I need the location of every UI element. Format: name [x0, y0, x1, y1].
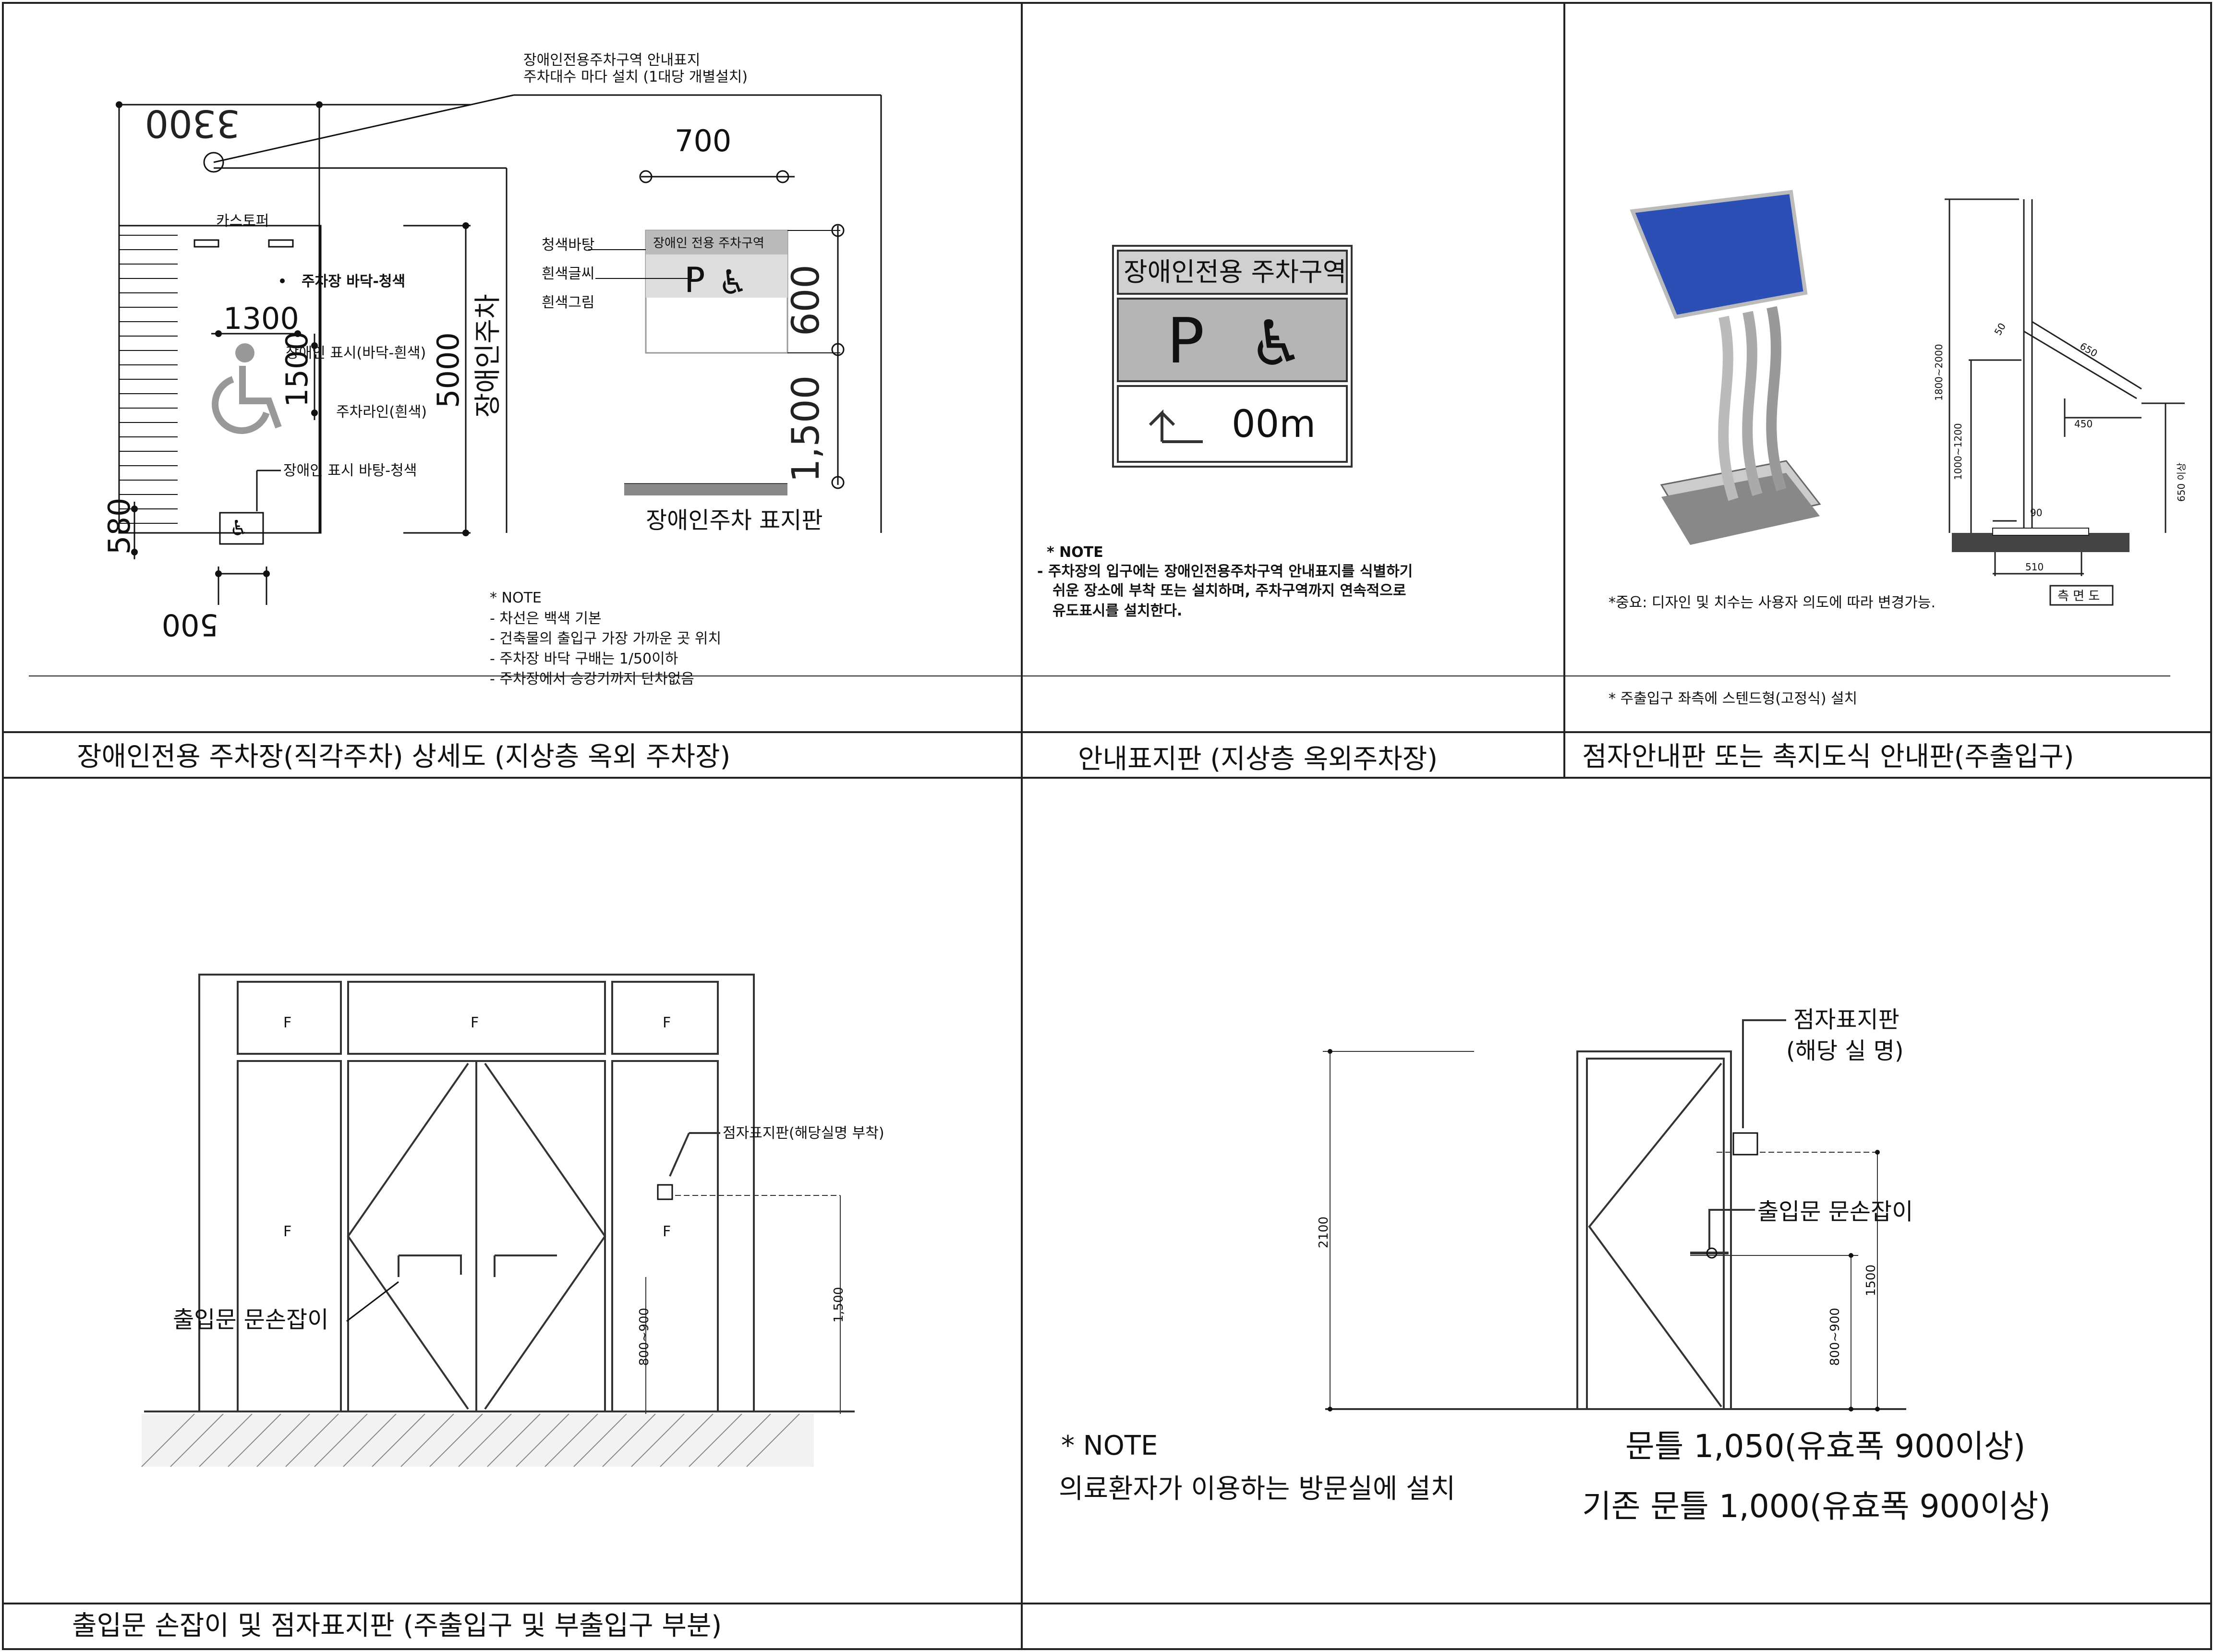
side-view-base — [1952, 533, 2129, 552]
entrance-dim-sign: 1,500 — [832, 1287, 846, 1323]
line-white-label: 주차라인(흰색) — [336, 404, 427, 421]
guide-note-2: 쉬운 장소에 부착 또는 설치하며, 주차구역까지 연속적으로 — [1053, 582, 1406, 599]
dim-5000: 5000 — [431, 332, 466, 408]
room-braille-sign — [1732, 1132, 1758, 1156]
important-note: *중요: 디자인 및 치수는 사용자 의도에 따라 변경가능. — [1609, 594, 1936, 611]
dim-700: 700 — [675, 123, 731, 158]
room-name-label: (해당 실 명) — [1786, 1037, 1904, 1064]
entrance-dim-handle: 800~900 — [637, 1308, 652, 1366]
dim-1500: 1500 — [279, 331, 315, 407]
install-note: * 주출입구 좌측에 스텐드형(고정식) 설치 — [1609, 690, 1857, 707]
dim-1800-2000: 1800~2000 — [1933, 344, 1945, 401]
dim-600: 600 — [785, 265, 828, 336]
fixed-pane-4: F — [283, 1223, 291, 1240]
room-dim-handle: 800~900 — [1828, 1308, 1842, 1366]
floor-blue-label: 주차장 바닥-청색 — [302, 273, 405, 290]
mini-sign-wheelchair-icon: ♿ — [718, 263, 748, 302]
guide-note-3: 유도표시를 설치한다. — [1053, 603, 1182, 619]
dim-1500-sign: 1,500 — [785, 375, 828, 482]
guide-sign — [1112, 245, 1353, 468]
symbol-blue-bg-label: 장애인 표시 바탕-청색 — [283, 462, 417, 479]
dim-1000-1200: 1000~1200 — [1952, 423, 1964, 480]
room-door-knob — [1706, 1247, 1718, 1259]
entrance-handle-leader — [346, 1281, 399, 1322]
frame-new-label: 문틀 1,050(유효폭 900이상) — [1625, 1428, 2025, 1465]
room-braille-label: 점자표지판 — [1793, 1006, 1899, 1033]
parking-note-2: - 건축물의 출입구 가장 가까운 곳 위치 — [490, 630, 721, 647]
room-note-title: * NOTE — [1061, 1430, 1158, 1461]
guide-note-title: * NOTE — [1047, 544, 1103, 561]
room-handle-label: 출입문 문손잡이 — [1757, 1198, 1913, 1225]
caption-guide-sign: 안내표지판 (지상층 옥외주차장) — [1078, 744, 1438, 775]
room-dim-sign: 1500 — [1864, 1265, 1878, 1296]
caption-entrance: 출입문 손잡이 및 점자표지판 (주출입구 및 부출입구 부분) — [72, 1610, 722, 1641]
side-view-label: 측 면 도 — [2057, 589, 2100, 603]
dim-3300: 3300 — [145, 101, 240, 145]
white-figure-label: 흰색그림 — [542, 294, 594, 311]
parking-note-title: * NOTE — [490, 590, 542, 606]
mini-parking-sign — [588, 170, 845, 495]
dim-450: 450 — [2074, 418, 2093, 430]
entrance-door-elevation — [144, 974, 855, 1414]
white-text-label: 흰색글씨 — [542, 265, 594, 282]
wheelchair-small-icon: ♿ — [230, 516, 248, 541]
entrance-braille-label: 점자표지판(해당실명 부착) — [723, 1125, 884, 1142]
parking-note-3: - 주차장 바닥 구배는 1/50이하 — [490, 651, 678, 667]
guide-sign-p: P — [1167, 304, 1204, 377]
frame-old-label: 기존 문틀 1,000(유효폭 900이상) — [1582, 1488, 2051, 1525]
guide-sign-wheelchair-icon: ♿ — [1248, 307, 1305, 380]
room-note-text: 의료환자가 이용하는 방문실에 설치 — [1059, 1473, 1455, 1505]
parking-note-1: - 차선은 백색 기본 — [490, 610, 602, 627]
dimension-dots — [116, 101, 469, 577]
side-view-plate — [1992, 528, 2089, 536]
callout-sign-line2: 주차대수 마다 설치 (1대당 개별설치) — [523, 69, 748, 85]
symbol-white-label: 장애인 표시(바닥-흰색) — [286, 345, 426, 362]
dim-500: 500 — [162, 607, 218, 642]
parking-note-4: - 주차장에서 승강기까지 단차없음 — [490, 671, 694, 687]
fixed-pane-5: F — [663, 1223, 671, 1240]
parking-plan — [118, 94, 882, 605]
room-dim-dots — [1328, 1049, 1880, 1411]
caption-parking-detail: 장애인전용 주차장(직각주차) 상세도 (지상층 옥외 주차장) — [77, 741, 730, 772]
dim-90: 90 — [2030, 507, 2042, 519]
room-dim-height: 2100 — [1317, 1217, 1331, 1248]
caption-tactile-board: 점자안내판 또는 촉지도식 안내판(주출입구) — [1582, 741, 2074, 772]
guide-sign-distance: 00m — [1232, 403, 1316, 446]
entrance-handle-label: 출입문 문손잡이 — [173, 1306, 328, 1333]
guide-sign-title: 장애인전용 주차구역 — [1124, 257, 1346, 287]
wheelchair-floor-symbol — [212, 343, 282, 434]
dim-50: 50 — [1992, 321, 2008, 337]
fixed-pane-2: F — [471, 1014, 479, 1031]
car-stopper-label: 카스토퍼 — [216, 213, 269, 229]
fixed-pane-3: F — [663, 1014, 671, 1031]
room-door-elevation — [1323, 1019, 1906, 1411]
floor-hatch — [141, 1413, 814, 1467]
dim-510: 510 — [2025, 561, 2044, 573]
vertical-label: 장애인주차 — [472, 294, 504, 418]
mini-sign-title: 장애인 전용 주차구역 — [653, 236, 764, 251]
blue-bg-label: 청색바탕 — [542, 237, 594, 253]
callout-sign-line1: 장애인전용주차구역 안내표지 — [523, 52, 700, 69]
dim-650-over: 650 이상 — [2176, 463, 2187, 502]
dim-580: 580 — [102, 498, 137, 555]
sign-stand-label: 장애인주차 표지판 — [646, 507, 823, 534]
mini-sign-p: P — [684, 260, 705, 300]
tactile-board-render — [1630, 190, 1821, 545]
guide-note-1: - 주차장의 입구에는 장애인전용주차구역 안내표지를 식별하기 — [1037, 563, 1413, 580]
fixed-pane-1: F — [283, 1014, 291, 1031]
tactile-board-side-view — [1945, 198, 2185, 606]
braille-sign-marker — [657, 1184, 673, 1200]
dim-1300: 1300 — [223, 301, 299, 336]
